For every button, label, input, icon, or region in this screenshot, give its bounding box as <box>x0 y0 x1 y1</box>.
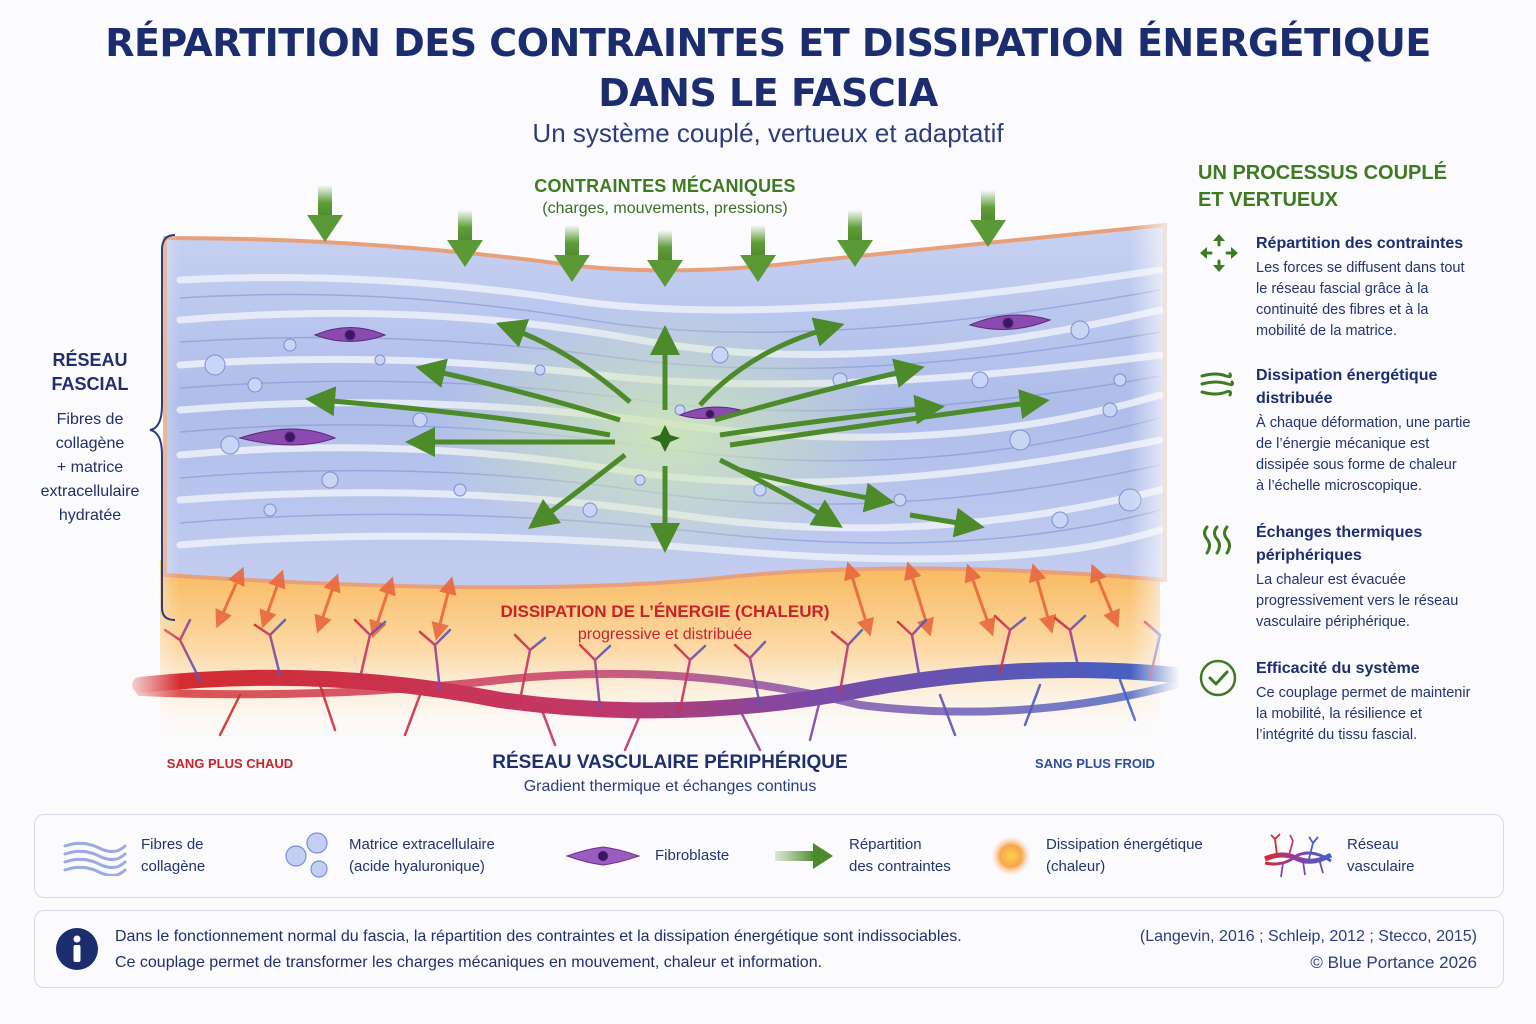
fascial-title-2: FASCIAL <box>51 374 129 394</box>
item-body: Les forces se diffusent dans tout le rés… <box>1256 258 1506 342</box>
vascular-network-label: RÉSEAU VASCULAIRE PÉRIPHÉRIQUE Gradient … <box>460 752 880 796</box>
page-title: RÉPARTITION DES CONTRAINTES ET DISSIPATI… <box>0 18 1536 118</box>
collagen-fibers-icon <box>63 841 127 876</box>
heat-subtitle: progressive et distribuée <box>577 626 753 643</box>
four-arrows-icon <box>1200 234 1238 272</box>
item-body: La chaleur est évacuée progressivement v… <box>1256 570 1506 633</box>
legend-label-line: Réseau <box>1347 836 1399 853</box>
title-line-1: RÉPARTITION DES CONTRAINTES ET DISSIPATI… <box>105 21 1431 65</box>
fascial-desc: Fibres de collagène + matrice extracellu… <box>20 408 160 528</box>
item-title: Échanges thermiques périphériques <box>1256 521 1506 567</box>
legend-item-heat: Dissipation énergétique (chaleur) <box>990 815 1203 897</box>
heat-title: DISSIPATION DE L’ÉNERGIE (CHALEUR) <box>500 602 830 621</box>
item-title: Répartition des contraintes <box>1256 235 1464 252</box>
check-circle-icon <box>1199 659 1237 697</box>
fascial-title-1: RÉSEAU <box>52 350 128 370</box>
fascial-desc-line: extracellulaire <box>40 483 140 500</box>
legend-label-line: Dissipation énergétique <box>1046 836 1203 853</box>
panel-title-line: UN PROCESSUS COUPLÉ <box>1198 162 1447 184</box>
item-title: Dissipation énergétique distribuée <box>1256 364 1506 410</box>
item-title-line: distribuée <box>1256 390 1333 407</box>
fibroblast-icon <box>565 846 641 866</box>
item-body-line: continuité des fibres et à la <box>1256 302 1429 318</box>
item-body-line: Les forces se diffusent dans tout <box>1256 260 1465 276</box>
bubbles-icon <box>285 832 328 878</box>
page-subtitle: Un système couplé, vertueux et adaptatif <box>532 118 1004 148</box>
legend-label-line: vasculaire <box>1347 858 1415 875</box>
legend-item-stress-arrow: Répartition des contraintes <box>775 815 951 897</box>
fascial-desc-line: collagène <box>55 435 125 452</box>
item-body-line: dissipée sous forme de chaleur <box>1256 457 1457 473</box>
item-body-line: La chaleur est évacuée <box>1256 572 1406 588</box>
item-body-line: À chaque déformation, une partie <box>1256 415 1471 431</box>
fascia-illustration <box>120 180 1180 810</box>
info-box: Dans le fonctionnement normal du fascia,… <box>34 910 1504 988</box>
legend-label-line: (acide hyaluronique) <box>349 858 485 875</box>
legend-label-line: Fibres de <box>141 836 204 853</box>
info-text: Dans le fonctionnement normal du fascia,… <box>115 924 962 976</box>
fascial-desc-line: + matrice <box>56 459 124 476</box>
process-panel: UN PROCESSUS COUPLÉ ET VERTUEUX Répartit… <box>1198 160 1508 743</box>
item-body-line: l’intégrité du tissu fascial. <box>1256 727 1418 743</box>
vascular-subtitle: Gradient thermique et échanges continus <box>523 778 817 795</box>
legend-item-vascular: Réseau vasculaire <box>1263 815 1415 897</box>
legend-item-fibroblast: Fibroblaste <box>565 815 729 897</box>
legend-label-line: (chaleur) <box>1046 858 1106 875</box>
item-body-line: de l’énergie mécanique est <box>1256 436 1430 452</box>
fascial-brace <box>149 234 176 621</box>
legend-item-collagen: Fibres de collagène <box>63 815 205 897</box>
vascular-network-icon <box>1263 833 1333 878</box>
item-body-line: Ce couplage permet de maintenir <box>1256 685 1471 701</box>
item-body-line: progressivement vers le réseau <box>1256 593 1459 609</box>
stress-label: CONTRAINTES MÉCANIQUES (charges, mouveme… <box>430 176 900 218</box>
heat-dissipation-label: DISSIPATION DE L’ÉNERGIE (CHALEUR) progr… <box>480 602 850 644</box>
hot-blood-label: SANG PLUS CHAUD <box>166 756 294 771</box>
info-line: Dans le fonctionnement normal du fascia,… <box>115 928 962 945</box>
green-arrow-icon <box>775 843 833 869</box>
copyright: © Blue Portance 2026 <box>1310 953 1477 972</box>
panel-title-line: ET VERTUEUX <box>1198 189 1339 211</box>
references: (Langevin, 2016 ; Schleip, 2012 ; Stecco… <box>1140 924 1477 976</box>
legend-label-line: Fibroblaste <box>655 847 730 864</box>
item-title-line: périphériques <box>1256 547 1362 564</box>
item-body-line: le réseau fascial grâce à la <box>1256 281 1429 297</box>
info-line: Ce couplage permet de transformer les ch… <box>115 954 823 971</box>
legend: Fibres de collagène Matrice extracellula… <box>34 814 1504 898</box>
item-body: Ce couplage permet de maintenir la mobil… <box>1256 683 1506 746</box>
panel-title: UN PROCESSUS COUPLÉ ET VERTUEUX <box>1198 160 1508 214</box>
center-star-icon <box>650 425 680 452</box>
heat-waves-icon <box>1203 525 1231 555</box>
fascial-desc-line: hydratée <box>58 507 122 524</box>
stress-arrows <box>307 185 1006 287</box>
stress-title: CONTRAINTES MÉCANIQUES <box>534 176 796 196</box>
references-text: (Langevin, 2016 ; Schleip, 2012 ; Stecco… <box>1139 928 1477 945</box>
wind-waves-icon <box>1200 372 1234 397</box>
item-body-line: vasculaire périphérique. <box>1256 614 1410 630</box>
cold-blood-label: SANG PLUS FROID <box>1035 756 1155 771</box>
item-body-line: la mobilité, la résilience et <box>1256 706 1423 722</box>
stress-subtitle: (charges, mouvements, pressions) <box>542 200 788 217</box>
vascular-title: RÉSEAU VASCULAIRE PÉRIPHÉRIQUE <box>492 752 848 773</box>
legend-item-matrix: Matrice extracellulaire (acide hyaluroni… <box>283 815 495 897</box>
item-title: Efficacité du système <box>1256 660 1420 677</box>
fascial-network-label: RÉSEAU FASCIAL Fibres de collagène + mat… <box>20 348 160 528</box>
legend-label-line: Répartition <box>849 836 922 853</box>
legend-label-line: Matrice extracellulaire <box>349 836 495 853</box>
heat-glow-icon <box>991 836 1031 876</box>
item-body: À chaque déformation, une partie de l’én… <box>1256 413 1506 497</box>
item-title-line: Échanges thermiques <box>1256 524 1423 541</box>
item-body-line: mobilité de la matrice. <box>1256 323 1398 339</box>
item-title-line: Dissipation énergétique <box>1256 367 1438 384</box>
item-body-line: à l’échelle microscopique. <box>1256 478 1423 494</box>
title-line-2: DANS LE FASCIA <box>598 71 938 115</box>
fascial-desc-line: Fibres de <box>56 411 124 428</box>
info-icon <box>56 928 98 970</box>
legend-label-line: collagène <box>141 858 206 875</box>
legend-label-line: des contraintes <box>849 858 951 875</box>
